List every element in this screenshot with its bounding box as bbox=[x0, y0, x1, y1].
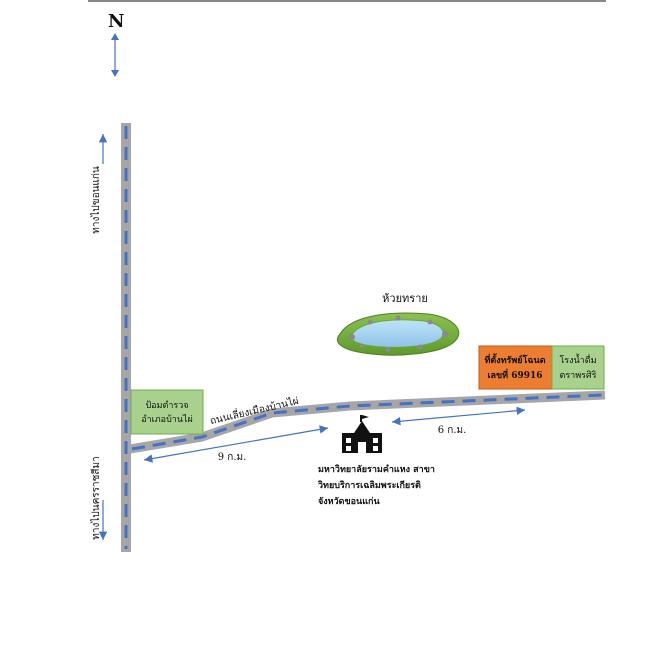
to-nakhon-ratchasima-direction: ทางไปนครราชสีมา bbox=[90, 456, 108, 540]
distance-left: 9 ก.ม. bbox=[143, 425, 329, 463]
water-plant-line1: โรงน้ำดื่ม bbox=[559, 353, 596, 366]
distance-right-label: 6 ก.ม. bbox=[438, 425, 467, 436]
water-plant-box: โรงน้ำดื่ม ตราพรศิริ bbox=[551, 345, 605, 390]
reservoir: ห้วยทราย bbox=[336, 292, 460, 356]
university-line2: วิทยบริการเฉลิมพระเกียรติ bbox=[317, 480, 421, 491]
north-arrow-icon bbox=[111, 33, 119, 77]
pond-icon bbox=[336, 312, 460, 356]
distance-right: 6 ก.ม. bbox=[391, 406, 526, 436]
police-box: ป้อมตำรวจ อำเภอบ้านไผ่ bbox=[130, 389, 204, 435]
main-road-vertical bbox=[121, 123, 131, 552]
north-label: N bbox=[108, 11, 124, 32]
property-line2: เลขที่ 69916 bbox=[487, 368, 542, 381]
property-line1: ที่ตั้งทรัพย์โฉนด bbox=[484, 353, 545, 366]
water-plant-line2: ตราพรศิริ bbox=[559, 370, 596, 381]
university-building-icon bbox=[342, 415, 382, 453]
distance-left-label: 9 ก.ม. bbox=[218, 452, 247, 463]
to-nakhon-ratchasima-label: ทางไปนครราชสีมา bbox=[90, 456, 102, 539]
reservoir-label: ห้วยทราย bbox=[382, 292, 428, 305]
to-khon-kaen-direction: ทางไปขอนแก่น bbox=[90, 134, 108, 234]
property-box: ที่ตั้งทรัพย์โฉนด เลขที่ 69916 bbox=[478, 345, 553, 390]
police-box-line1: ป้อมตำรวจ bbox=[145, 400, 188, 411]
university-line1: มหาวิทยาลัยรามคำแหง สาขา bbox=[318, 464, 435, 475]
to-khon-kaen-label: ทางไปขอนแก่น bbox=[90, 166, 102, 234]
police-box-line2: อำเภอบ้านไผ่ bbox=[141, 414, 193, 425]
university-line3: จังหวัดขอนแก่น bbox=[318, 496, 380, 507]
